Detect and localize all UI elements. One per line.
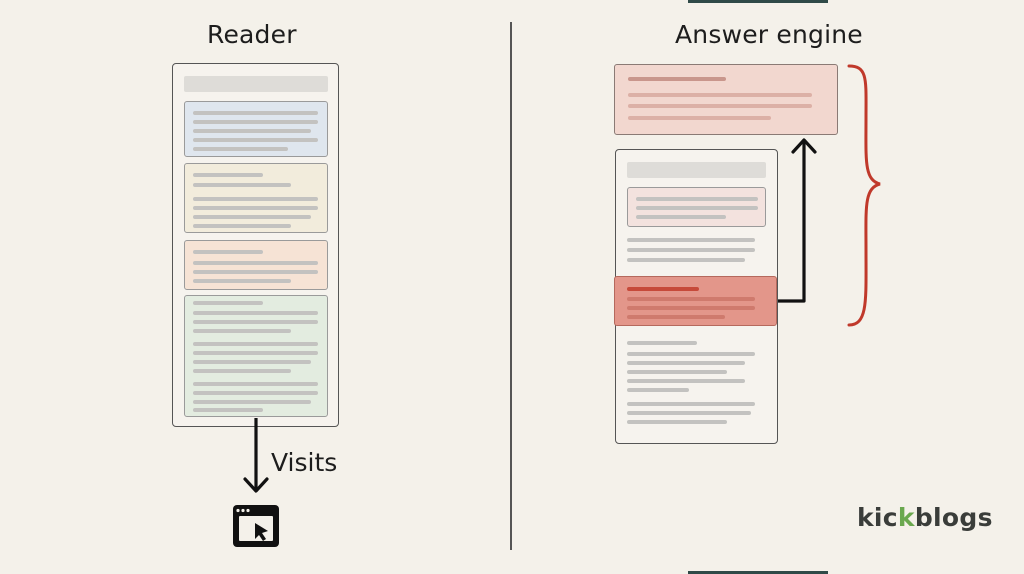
bottom-accent-bar: [688, 571, 828, 574]
document-header-bar: [627, 162, 766, 178]
highlight-heading-line: [627, 287, 699, 291]
text-line: [627, 352, 755, 356]
text-line: [193, 391, 318, 395]
text-line: [193, 138, 318, 142]
text-line: [193, 270, 318, 274]
text-line: [193, 261, 318, 265]
text-line: [193, 329, 291, 333]
content-block-yellow: [184, 163, 328, 233]
text-line: [627, 402, 755, 406]
text-line: [636, 215, 726, 219]
answer-engine-title: Answer engine: [675, 20, 863, 49]
text-line: [193, 147, 288, 151]
content-block-green: [184, 295, 328, 417]
reader-title: Reader: [207, 20, 297, 49]
text-line: [628, 104, 812, 108]
text-line: [627, 388, 689, 392]
text-line: [193, 173, 263, 177]
text-line: [193, 129, 311, 133]
text-line: [193, 279, 291, 283]
text-line: [627, 306, 755, 310]
browser-window-icon: [233, 505, 279, 547]
text-line: [193, 369, 291, 373]
content-block-blue: [184, 101, 328, 157]
text-line: [193, 311, 318, 315]
text-line: [193, 197, 318, 201]
text-line: [193, 320, 318, 324]
visits-label: Visits: [271, 448, 338, 477]
text-line: [193, 301, 263, 305]
text-line: [627, 238, 755, 242]
logo-text-part1: kic: [857, 503, 898, 532]
text-line: [627, 258, 745, 262]
arrow-up-icon: [778, 138, 817, 303]
text-line: [627, 297, 755, 301]
text-line: [627, 370, 727, 374]
text-line: [628, 93, 812, 97]
text-line: [627, 248, 755, 252]
center-divider: [510, 22, 512, 550]
text-line: [636, 197, 758, 201]
text-line: [627, 341, 697, 345]
text-line: [193, 351, 318, 355]
reader-document: [172, 63, 339, 427]
text-line: [627, 361, 745, 365]
text-line: [193, 120, 318, 124]
text-line: [627, 315, 725, 319]
text-line: [193, 360, 311, 364]
text-line: [193, 382, 318, 386]
text-line: [636, 206, 758, 210]
kickblogs-logo: kickblogs: [857, 503, 993, 532]
answer-box: [614, 64, 838, 135]
text-line: [193, 342, 318, 346]
text-line: [627, 379, 745, 383]
text-line: [627, 420, 727, 424]
content-block-orange: [184, 240, 328, 290]
text-line: [193, 400, 311, 404]
text-line: [193, 408, 263, 412]
logo-text-accent: k: [897, 503, 915, 532]
logo-text-part2: blogs: [914, 503, 993, 532]
text-line: [193, 183, 291, 187]
text-line: [193, 250, 263, 254]
highlighted-passage: [614, 276, 777, 326]
content-block-pink: [627, 187, 766, 227]
text-line: [628, 116, 771, 120]
answer-heading-line: [628, 77, 726, 81]
document-header-bar: [184, 76, 328, 92]
top-accent-bar: [688, 0, 828, 3]
arrow-down-icon: [243, 418, 269, 493]
text-line: [193, 215, 311, 219]
text-line: [627, 411, 751, 415]
curly-brace-icon: [847, 64, 881, 327]
text-line: [193, 111, 318, 115]
text-line: [193, 224, 291, 228]
text-line: [193, 206, 318, 210]
